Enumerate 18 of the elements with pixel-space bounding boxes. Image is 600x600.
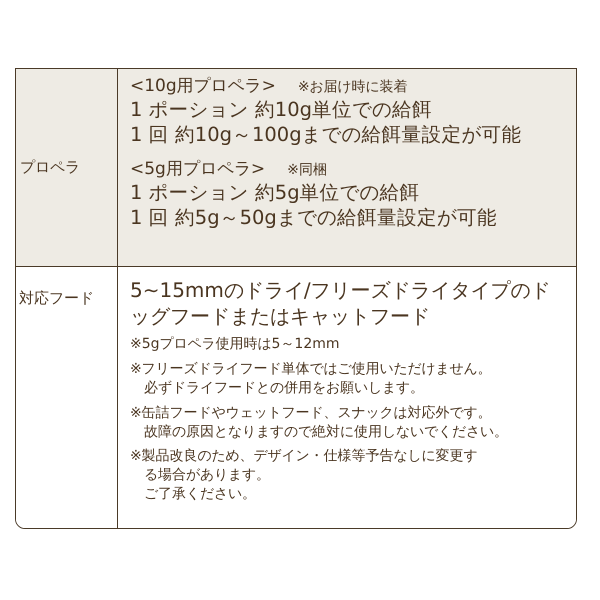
note-text: ※フリーズドライフード単体ではご使用いただけません。 <box>130 360 492 379</box>
note-text: ※5gプロペラ使用時は5～12mm <box>130 335 340 354</box>
note-text: ※缶詰フードやウェットフード、スナックは対応外です。 <box>130 404 492 423</box>
note-text: ※同梱 <box>287 160 327 180</box>
spec-text: 1 ポーション 約5g単位での給餌 <box>130 180 420 206</box>
header-cell: 対応フード <box>16 266 118 528</box>
spec-text: 1 ポーション 約10g単位での給餌 <box>130 97 432 122</box>
spec-text: 5~15mmのドライ/フリーズドライタイプのドッグフードまたはキャットフード <box>130 277 552 329</box>
spec-text: 1 回 約10g～100gまでの給餌量設定が可能 <box>130 122 522 148</box>
header-cell: プロペラ <box>16 69 118 266</box>
section-heading: <10g用プロペラ> <box>130 75 276 98</box>
note-text: ご了承ください。 <box>143 485 256 504</box>
section-heading: <5g用プロペラ> <box>130 158 266 180</box>
note-text: 必ずドライフードとの併用をお願いします。 <box>143 378 424 398</box>
note-text: 故障の原因となりますので絶対に使用しないでください。 <box>143 422 508 442</box>
note-text: ※お届け時に装着 <box>298 78 408 97</box>
spec-text: 1 回 約5g～50gまでの給餌量設定が可能 <box>130 205 497 231</box>
note-text: ※製品改良のため、デザイン・仕様等予告なしに変更する場合があります。 <box>130 447 479 486</box>
